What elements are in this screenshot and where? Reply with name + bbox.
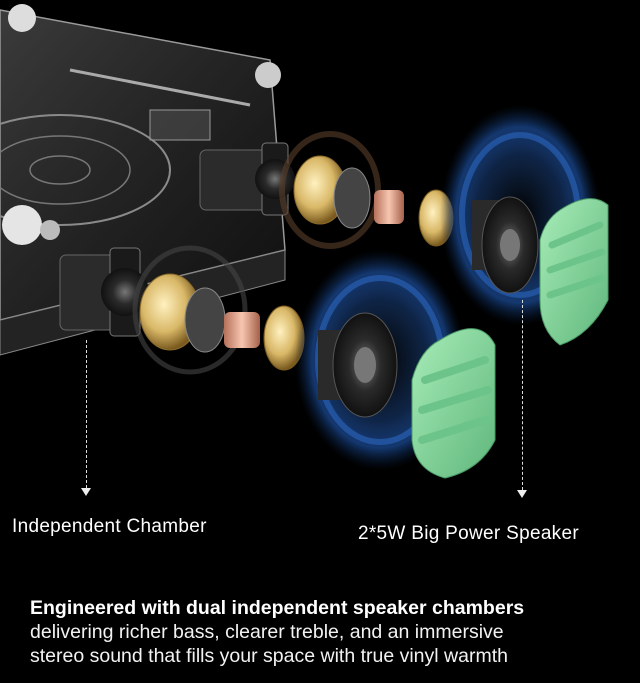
exploded-speaker-illustration (0, 4, 609, 479)
lower-chamber (59, 247, 149, 337)
caption-headline: Engineered with dual independent speaker… (30, 597, 525, 619)
upper-grille (539, 198, 609, 346)
chamber-label: Independent Chamber (12, 516, 207, 537)
caption-line-3: stereo sound that fills your space with … (30, 645, 508, 667)
chamber-callout-line (86, 340, 87, 488)
speaker-callout-arrow (517, 490, 527, 498)
speaker-callout-line (522, 300, 523, 490)
lower-grille (411, 328, 496, 479)
marketing-caption: Engineered with dual independent speaker… (30, 596, 630, 668)
speaker-label: 2*5W Big Power Speaker (358, 523, 579, 544)
upper-driver-parts (279, 131, 454, 249)
lower-driver-parts (132, 245, 305, 375)
chamber-callout-arrow (81, 488, 91, 496)
caption-line-2: delivering richer bass, clearer treble, … (30, 621, 504, 643)
